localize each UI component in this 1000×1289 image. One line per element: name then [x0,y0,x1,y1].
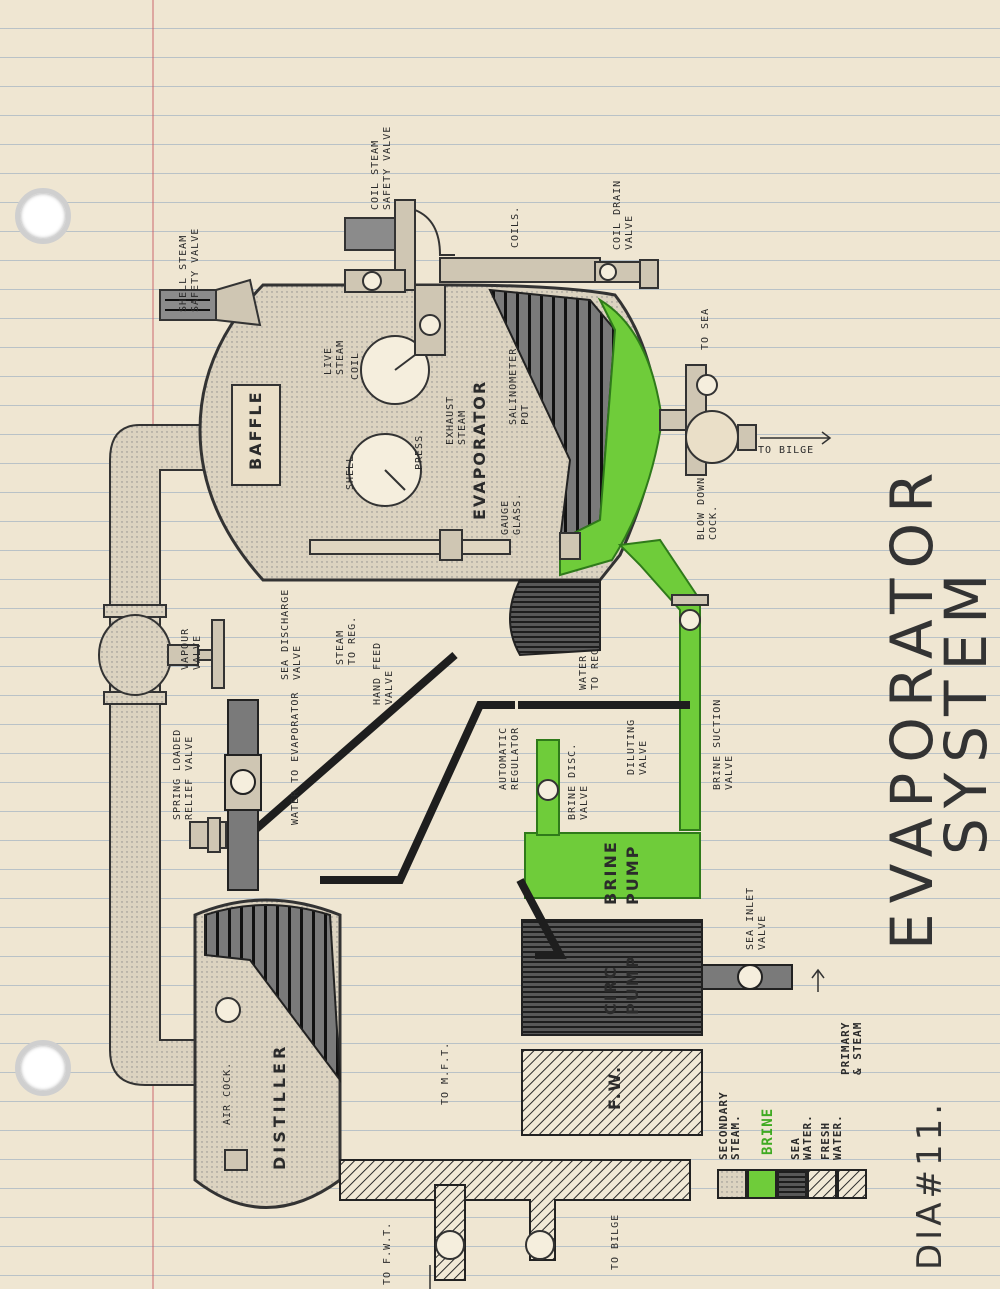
label-vapour-valve: VAPOUR VALVE [180,627,203,670]
legend-label-brine: BRINE [760,1107,776,1155]
coil-gauge-icon [360,335,430,405]
brine-level [559,297,664,577]
live-steam-valve-icon [344,257,601,356]
baffle [231,384,281,486]
air-cock-icon [224,1149,248,1171]
label-air-cock: AIR COCK. [222,1061,233,1125]
legend-swatches [717,1169,867,1199]
label-live-steam: LIVE STEAM [323,339,346,375]
label-brine-disc-valve: BRINE DISC. VALVE [567,742,590,820]
label-coil-gauge: COIL [350,351,361,380]
sea-discharge-valve-icon [224,699,262,891]
legend-swatch-sea [777,1169,807,1199]
shell-gauge-icon [348,433,422,507]
brine-suction-pipe [617,538,709,831]
label-distiller: DISTILLER [270,1042,289,1170]
label-fw: F.W. [605,1064,624,1110]
label-evaporator: EVAPORATOR [470,379,489,520]
legend-swatch-brine [747,1169,777,1199]
label-hand-feed-valve: HAND FEED VALVE [372,641,395,705]
legend-swatch-secondary [717,1169,747,1199]
punch-hole-top [15,188,71,244]
label-brine-pump: BRINE PUMP [601,840,642,905]
punch-hole-bottom [15,1040,71,1096]
label-to-fwt: TO F.W.T. [382,1221,393,1285]
label-exhaust-steam: EXHAUST STEAM [445,395,468,445]
label-baffle: BAFFLE [246,390,265,470]
label-automatic-regulator: AUTOMATIC REGULATOR [498,726,521,790]
label-coil-drain-valve: COIL DRAIN VALVE [612,179,635,250]
label-steam-to-reg: STEAM TO REG. [335,615,358,665]
vapour-valve-icon [167,619,225,689]
spring-loaded-relief-valve-icon [189,817,227,853]
label-to-sea: TO SEA [700,307,711,350]
label-to-mft: TO M.F.T. [440,1041,451,1105]
label-gauge-glass: GAUGE GLASS. [500,492,523,535]
legend-label-fresh: FRESH WATER. [819,1114,844,1160]
label-brine-suction-valve: BRINE SUCTION VALVE [712,698,735,790]
sea-inlet-valve-icon [701,964,793,990]
label-coils: COILS. [510,205,521,248]
legend-label-sea: SEA WATER. [789,1114,814,1160]
distiller [193,898,342,1209]
fresh-water-line [339,1159,691,1281]
brine-pump [524,739,701,899]
legend-swatch-fresh [807,1169,837,1199]
blow-down-cock-icon [659,364,757,476]
evaporator-shell [198,283,664,657]
label-diluting-valve: DILUTING VALVE [626,718,649,775]
label-to-bilge-2: TO BILGE [610,1213,621,1270]
legend-swatch-primary [837,1169,867,1199]
coil-drain-valve-icon [594,259,659,289]
arrow-icons [429,431,832,1289]
label-spring-loaded-relief-valve: SPRING LOADED RELIEF VALVE [172,728,195,820]
label-to-bilge: TO BILGE [758,445,815,456]
label-water-to-reg: WATER TO REG [578,647,601,690]
title-line-2: SYSTEM [932,563,1000,855]
distiller-gauge-icon [215,997,241,1023]
label-circ-pump: CIRC PUMP [601,954,642,1015]
label-sea-discharge-valve: SEA DISCHARGE VALVE [280,588,303,680]
label-shell-steam-safety-valve: SHELL STEAM SAFETY VALVE [178,227,201,312]
shell-steam-safety-valve-icon [159,278,262,327]
label-sea-inlet-valve: SEA INLET VALVE [745,886,768,950]
fw-pump [521,1049,703,1136]
label-blow-down-cock: BLOW DOWN COCK. [696,476,719,540]
label-water-to-evaporator: WATER TO EVAPORATOR [290,691,301,825]
sea-water-lines [252,651,690,959]
coil-steam-safety-valve-icon [344,199,455,291]
vapour-pipe [98,424,226,1086]
label-shell-gauge: SHELL [345,454,356,490]
diagram-number: DIA#11. [910,1099,950,1270]
label-coil-steam-safety-valve: COIL STEAM SAFETY VALVE [370,125,393,210]
legend-label-primary: PRIMARY & STEAM [839,1021,864,1075]
label-press: PRESS. [414,427,425,470]
label-salinometer-pot: SALINOMETER POT [508,347,531,425]
legend-label-secondary: SECONDARY STEAM. [717,1091,742,1160]
